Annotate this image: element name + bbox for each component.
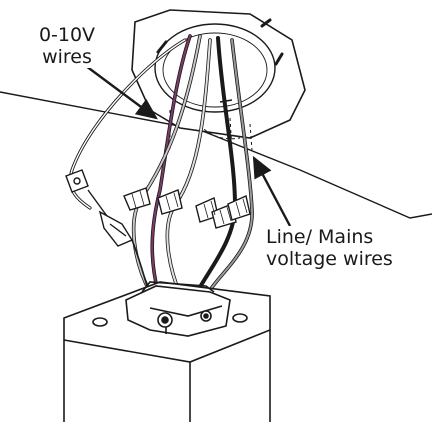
- control-wires-callout-line2: wires: [42, 46, 92, 68]
- mounting-plate: [131, 9, 306, 139]
- mains-wires-leader: [252, 155, 292, 227]
- control-wires-leader: [85, 65, 158, 120]
- wire-nut-ridges: [131, 190, 248, 225]
- fixture-junction-block: [125, 281, 231, 337]
- wire-nuts: [123, 187, 251, 229]
- control-wires-callout-line1: 0-10V: [38, 24, 96, 46]
- control-wires-callout: 0-10V wires: [22, 24, 112, 68]
- mains-wires-callout: Line/ Mains voltage wires: [266, 226, 416, 270]
- mains-wires-callout-line1: Line/ Mains: [266, 226, 374, 248]
- ground-lug: [65, 169, 151, 297]
- ceiling-plane-line: [0, 91, 432, 219]
- mains-wires-callout-line2: voltage wires: [266, 248, 393, 270]
